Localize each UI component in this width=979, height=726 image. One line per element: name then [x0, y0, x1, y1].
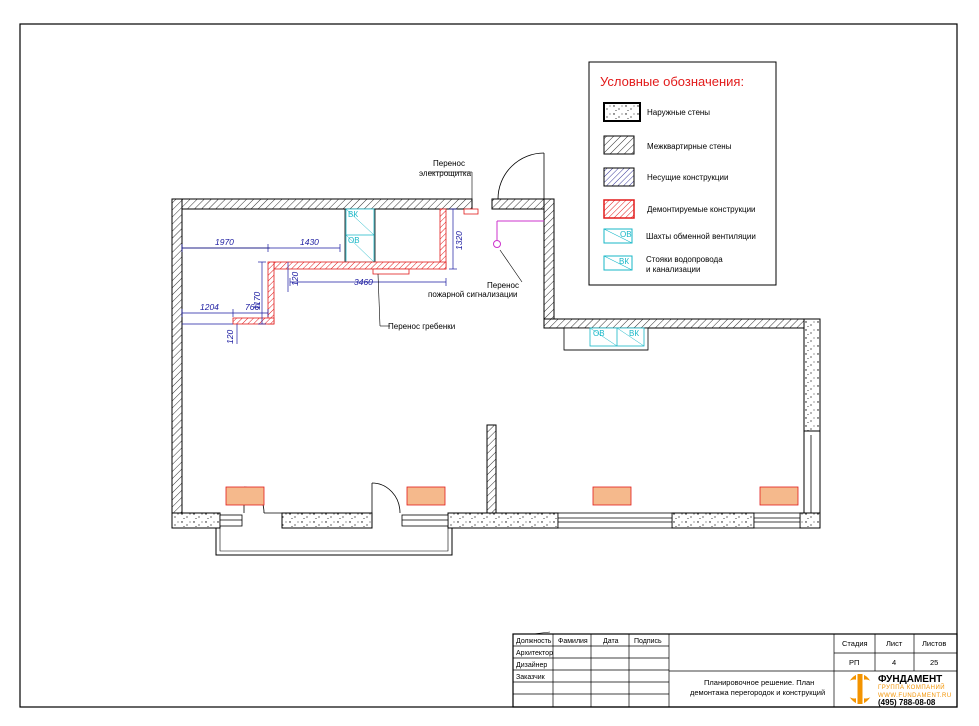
dim-3460: 3460 — [354, 277, 373, 287]
wall-right-far-lower — [803, 430, 821, 522]
shaft-ov-vk-mid: ОВ ВК — [563, 327, 649, 351]
svg-text:ВК: ВК — [619, 257, 629, 266]
annotation-leaders — [377, 171, 523, 327]
tb-stage-value: РП — [849, 658, 859, 667]
entrance-porch — [215, 528, 453, 556]
wall-right-far — [803, 318, 821, 432]
legend-bearing: Несущие конструкции — [647, 173, 728, 182]
wall-bottom-3 — [447, 512, 559, 529]
dim-1970: 1970 — [215, 237, 234, 247]
sheet-frame — [19, 23, 958, 708]
legend-ov-swatch: ОВ — [603, 228, 633, 244]
dim-120-lower: 120 — [225, 330, 235, 344]
company-name: ФУНДАМЕНТ — [878, 674, 942, 685]
company-phone: (495) 788-08-08 — [878, 698, 936, 707]
tb-header-position: Должность — [516, 638, 552, 645]
legend-vk-swatch: ВК — [603, 255, 633, 271]
wall-bottom-1 — [171, 512, 221, 529]
tb-sheets-label: Листов — [922, 639, 946, 648]
tb-role-client: Заказчик — [516, 674, 546, 681]
tb-sheet-value: 4 — [892, 658, 896, 667]
company-subtitle: ГРУППА КОМПАНИЙ — [878, 683, 945, 691]
tb-header-date: Дата — [603, 638, 619, 645]
tb-header-name: Фамилия — [558, 638, 588, 645]
tb-description-line2: демонтажа перегородок и конструкций — [690, 688, 825, 697]
wall-bottom-4 — [671, 512, 755, 529]
dimension-lines — [181, 208, 457, 344]
tb-sheet-label: Лист — [886, 639, 903, 648]
bottom-doors — [243, 482, 401, 514]
dim-766: 766 — [245, 302, 259, 312]
annotation-fire-line1: Перенос — [487, 281, 519, 290]
svg-text:ОВ: ОВ — [620, 230, 632, 239]
legend-party-walls: Межквартирные стены — [647, 142, 732, 151]
dim-1170: 1170 — [252, 291, 262, 310]
wall-top-left — [171, 198, 473, 210]
tb-sheets-value: 25 — [930, 658, 938, 667]
tb-description-line1: Планировочное решение. План — [704, 678, 814, 687]
annotation-fire-line2: пожарной сигнализации — [428, 290, 518, 299]
company-website: WWW.FUNDAMENT.RU — [878, 693, 952, 699]
wall-bottom-2 — [281, 512, 373, 529]
tb-role-designer: Дизайнер — [516, 661, 547, 669]
tb-role-architect: Архитектор — [516, 650, 553, 657]
legend-outer-walls: Наружные стены — [647, 108, 710, 117]
fire-alarm-marker — [493, 220, 544, 248]
wall-top-right — [491, 198, 545, 210]
legend-water-line1: Стояки водопровода — [646, 255, 723, 264]
company-logo — [847, 674, 873, 704]
entrance-door-top — [497, 152, 545, 200]
legend-water-line2: и канализации — [646, 265, 700, 274]
dim-1430: 1430 — [300, 237, 319, 247]
demolished-partitions — [232, 208, 479, 325]
wall-mid-horizontal — [543, 318, 821, 329]
legend: Условные обозначения: Наружные стены Меж… — [588, 61, 777, 286]
shaft-ov-label: ОВ — [348, 236, 360, 245]
legend-demolish: Демонтируемые конструкции — [647, 205, 756, 214]
tb-stage-label: Стадия — [842, 639, 868, 648]
shaft-vk-inner: ВК ОВ — [345, 208, 375, 263]
annotation-electric-line2: электрощитка — [419, 169, 472, 178]
wall-right-upper — [543, 198, 555, 328]
shaft-vk-label: ВК — [348, 210, 358, 219]
wall-bottom-5 — [799, 512, 821, 529]
dim-1204: 1204 — [200, 302, 219, 312]
shaft-mid-vk-label: ВК — [629, 329, 639, 338]
annotation-comb: Перенос гребенки — [388, 322, 455, 331]
radiators — [225, 486, 799, 506]
wall-left — [171, 198, 183, 518]
floor-plan: ВК ОВ ОВ ВК — [171, 152, 821, 556]
legend-ventilation: Шахты обменной вентиляции — [646, 232, 756, 241]
dim-1320: 1320 — [454, 231, 464, 250]
windows — [219, 512, 801, 529]
dim-120-upper: 120 — [290, 272, 300, 286]
interior-pillar — [486, 424, 497, 514]
shaft-mid-ov-label: ОВ — [593, 329, 605, 338]
tb-header-sign: Подпись — [634, 638, 662, 645]
legend-title: Условные обозначения: — [600, 74, 744, 89]
title-block: Должность Фамилия Дата Подпись Архитекто… — [512, 631, 958, 708]
annotation-electric-line1: Перенос — [433, 159, 465, 168]
